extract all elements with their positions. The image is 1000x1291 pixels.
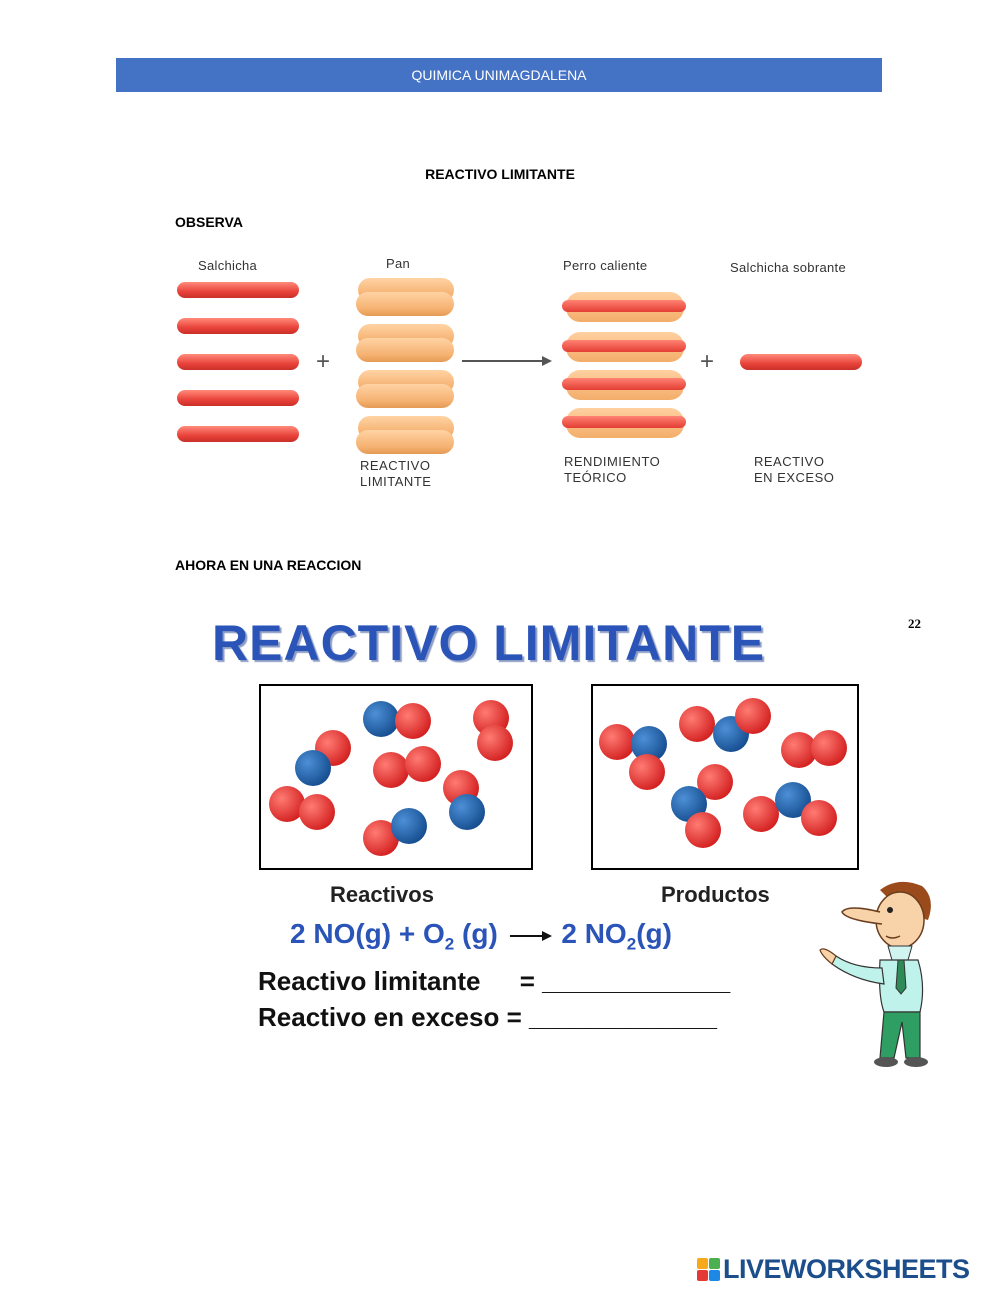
sausage-icon [177, 426, 299, 442]
o2-molecule-icon [373, 746, 441, 788]
bun-icon [356, 430, 454, 454]
theoretical-caption: RENDIMIENTO TEÓRICO [564, 454, 661, 485]
leftover-sausage-icon [740, 354, 862, 370]
observe-label: OBSERVA [175, 214, 243, 230]
products-box [591, 684, 859, 870]
bun-icon [356, 292, 454, 316]
chemical-equation: 2 NO(g) + O2 (g) 2 NO2(g) [290, 918, 672, 954]
limiting-reagent-line: Reactivo limitante = _____________ [258, 966, 731, 996]
product-molecules [599, 698, 847, 848]
scientist-cartoon-icon [819, 881, 931, 1067]
reactant-molecules [269, 700, 513, 856]
hotdog-figure: Salchicha Pan Perro caliente Salchicha s… [170, 250, 910, 500]
page-number: 22 [908, 616, 921, 631]
sausage-icon [177, 318, 299, 334]
reactants-label: Reactivos [330, 882, 434, 907]
sausage-icon [177, 282, 299, 298]
watermark-text: LIVEWORKSHEETS [723, 1254, 970, 1284]
hotdog-icon [562, 406, 688, 440]
bun-icon [356, 338, 454, 362]
no-molecule-icon [363, 701, 431, 739]
sausage-icon [177, 354, 299, 370]
excess-caption: REACTIVO EN EXCESO [754, 454, 835, 485]
section-title: REACTIVO LIMITANTE [425, 166, 575, 182]
reaction-label: AHORA EN UNA REACCION [175, 557, 362, 573]
header-bar: QUIMICA UNIMAGDALENA [116, 58, 882, 92]
reactants-box [259, 684, 533, 870]
hotdog-label: Perro caliente [563, 258, 648, 273]
no2-molecule-icon [679, 698, 771, 752]
plus-sign: + [700, 348, 715, 375]
reaction-title: REACTIVO LIMITANTE [212, 615, 766, 671]
o2-molecule-icon [473, 700, 513, 761]
leftover-label: Salchicha sobrante [730, 260, 846, 275]
o2-molecule-icon [781, 730, 847, 768]
bread-label: Pan [386, 256, 411, 271]
hotdog-icon [562, 368, 688, 402]
reaction-figure: REACTIVO LIMITANTE 22 [200, 600, 940, 1070]
hotdog-icon [562, 290, 688, 324]
o2-molecule-icon [269, 786, 335, 830]
sausage-icon [177, 390, 299, 406]
no-molecule-icon [363, 808, 427, 856]
products-label: Productos [661, 882, 770, 907]
bun-icon [356, 384, 454, 408]
plus-sign: + [316, 348, 331, 375]
liveworksheets-logo-icon [697, 1258, 720, 1281]
sausage-label: Salchicha [198, 258, 258, 273]
excess-reagent-line: Reactivo en exceso = _____________ [258, 1002, 717, 1032]
reaction-arrow-icon [509, 930, 552, 941]
no-molecule-icon [443, 770, 485, 830]
no-molecule-icon [295, 730, 351, 786]
no2-molecule-icon [743, 782, 837, 836]
header-title: QUIMICA UNIMAGDALENA [411, 67, 587, 83]
no2-molecule-icon [671, 764, 733, 848]
liveworksheets-watermark: LIVEWORKSHEETS [697, 1254, 970, 1285]
limiting-caption: REACTIVO LIMITANTE [360, 458, 432, 489]
hotdog-icon [562, 330, 688, 364]
no2-molecule-icon [599, 724, 667, 790]
arrow-icon [462, 356, 552, 366]
